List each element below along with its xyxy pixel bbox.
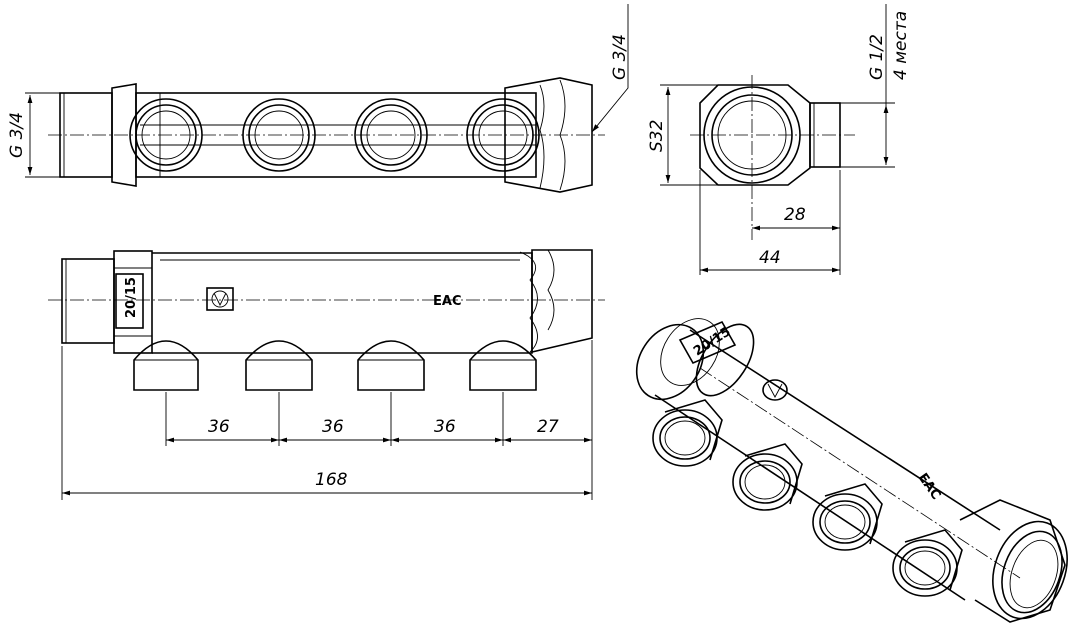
dim-pitch-1: 36 <box>208 417 230 437</box>
front-outlets <box>133 340 537 391</box>
front-body <box>152 252 533 354</box>
top-hex-nut <box>111 83 137 187</box>
valve-logo-icon <box>211 290 229 308</box>
front-view: 20/15 EAC <box>48 249 605 500</box>
iso-body-bottom <box>654 394 966 601</box>
front-inlet-nipple <box>61 258 115 344</box>
iso-outlets <box>652 399 963 597</box>
dim-44: 44 <box>759 248 781 268</box>
dim-28: 28 <box>784 205 806 225</box>
top-female-end <box>504 77 593 193</box>
front-female-end <box>531 249 593 354</box>
iso-size-tag-plate <box>678 320 737 365</box>
iso-female-hex <box>959 499 1066 623</box>
cert-mark: EAC <box>433 294 461 309</box>
dim-end-offset: 27 <box>537 417 559 437</box>
dim-branch-thread: G 1/2 <box>867 34 887 80</box>
side-view: S32 G 1/2 4 места 28 44 <box>647 4 911 275</box>
size-tag-plate <box>115 273 144 329</box>
iso-cert-mark: EAC <box>915 471 944 503</box>
branch-count: 4 места <box>891 11 911 80</box>
size-tag-text: 20/15 <box>124 277 139 318</box>
top-view: G 3/4 G 3/4 <box>7 4 630 193</box>
isometric-view: 20/15 EAC <box>635 318 1068 623</box>
dim-inlet-thread: G 3/4 <box>7 112 27 158</box>
dim-pitch-3: 36 <box>434 417 456 437</box>
dim-overall-length: 168 <box>315 470 348 490</box>
dim-pitch-2: 36 <box>322 417 344 437</box>
front-hex-nut <box>113 250 153 354</box>
dim-wrench-size: S32 <box>647 120 667 152</box>
iso-body-top <box>689 329 1001 531</box>
dim-outlet-thread: G 3/4 <box>610 34 630 80</box>
side-hex-body <box>699 84 811 186</box>
logo-plate <box>206 287 234 311</box>
